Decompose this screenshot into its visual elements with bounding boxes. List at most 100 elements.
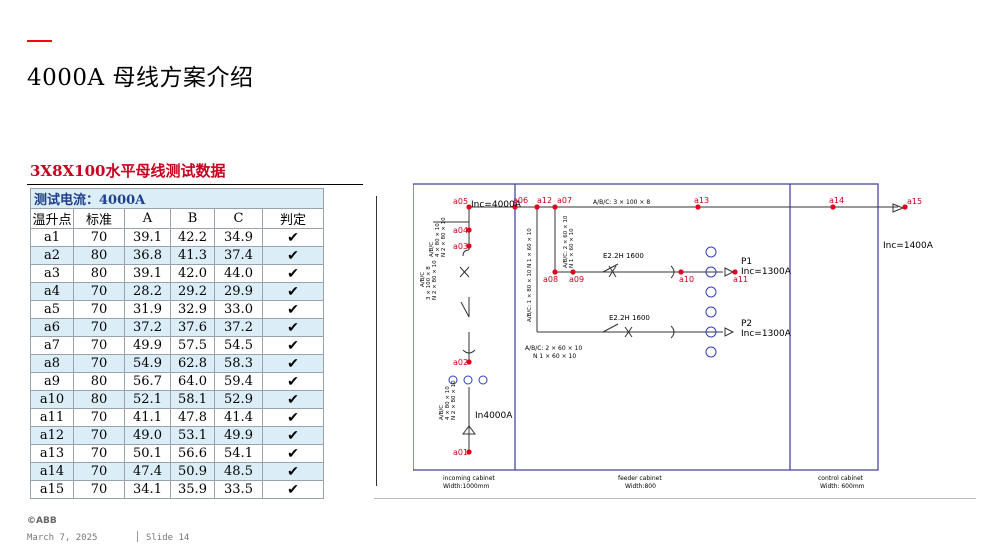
- feeder-drop-b: N 1 × 60 × 10: [569, 228, 575, 268]
- table-cell: 70: [73, 462, 125, 481]
- pass-mark: ✔: [262, 318, 324, 337]
- measurement-point: [552, 204, 558, 210]
- cabinet-frame: [413, 183, 879, 471]
- table-cell: a8: [30, 354, 74, 373]
- table-cell: 41.1: [124, 408, 171, 427]
- table-cell: 70: [73, 426, 125, 445]
- incoming-mid-c: N 2 × 80 × 10: [432, 260, 438, 300]
- table-cell: a6: [30, 318, 74, 337]
- column-header: 判定: [262, 208, 324, 229]
- table-cell: 52.1: [124, 390, 171, 409]
- measurement-point: [466, 243, 472, 249]
- table-cell: 58.3: [214, 354, 263, 373]
- table-cell: a4: [30, 282, 74, 301]
- measurement-point: [466, 227, 472, 233]
- column-header: B: [170, 208, 215, 229]
- feeder-contact-1: [670, 265, 675, 279]
- table-cell: 80: [73, 390, 125, 409]
- busbar-end-arrow: [892, 203, 905, 213]
- table-cell: 33.5: [214, 480, 263, 499]
- incoming-low-c: N 2 × 80 × 10: [451, 380, 457, 420]
- measurement-point-label: a03: [453, 242, 468, 251]
- table-cell: 47.8: [170, 408, 215, 427]
- pass-mark: ✔: [262, 390, 324, 409]
- page-title: 4000A 母线方案介绍: [27, 65, 254, 91]
- measurement-point: [830, 204, 836, 210]
- measurement-point: [678, 269, 684, 275]
- measurement-point-label: a01: [453, 448, 468, 457]
- accent-line: [27, 40, 52, 42]
- column-header: 温升点: [30, 208, 74, 229]
- cab2-name: feeder cabinet: [618, 475, 662, 482]
- measurement-point: [466, 359, 472, 365]
- measurement-point-label: a15: [907, 197, 922, 206]
- table-cell: 31.9: [124, 300, 171, 319]
- incoming-low-b: 4 × 80 × 10: [445, 386, 451, 420]
- table-cell: 80: [73, 264, 125, 283]
- p1-label: P1: [741, 257, 752, 267]
- measurement-point-label: a06: [513, 196, 528, 205]
- table-cell: 44.0: [214, 264, 263, 283]
- table-title: 3X8X100水平母线测试数据: [30, 162, 226, 180]
- pass-mark: ✔: [262, 426, 324, 445]
- incoming-low-a: A/B/C: [439, 405, 445, 420]
- incoming-spec-b: 4 × 80 × 10: [435, 223, 441, 257]
- table-cell: 33.0: [214, 300, 263, 319]
- table-cell: a12: [30, 426, 74, 445]
- pass-mark: ✔: [262, 264, 324, 283]
- measurement-point-label: a08: [543, 275, 558, 284]
- footer-date: March 7, 2025: [27, 533, 98, 543]
- pass-mark: ✔: [262, 282, 324, 301]
- column-header: 标准: [73, 208, 125, 229]
- table-cell: 37.2: [124, 318, 171, 337]
- table-cell: 70: [73, 336, 125, 355]
- table-cell: a1: [30, 228, 74, 247]
- feeder-low-label-a: A/B/C: 2 × 60 × 10: [525, 345, 582, 352]
- table-cell: 48.5: [214, 462, 263, 481]
- table-cell: 56.7: [124, 372, 171, 391]
- table-cell: 50.1: [124, 444, 171, 463]
- breaker1-label: E2.2H 1600: [603, 252, 644, 260]
- table-cell: 41.3: [170, 246, 215, 265]
- table-cell: a5: [30, 300, 74, 319]
- table-cell: 32.9: [170, 300, 215, 319]
- measurement-point-label: a10: [679, 275, 694, 284]
- table-cell: 39.1: [124, 264, 171, 283]
- table-cell: 49.9: [124, 336, 171, 355]
- cab3-width: Width: 600mm: [820, 483, 865, 490]
- table-cell: 70: [73, 282, 125, 301]
- measurement-point-label: a05: [453, 197, 468, 206]
- cab1-name: incoming cabinet: [443, 475, 495, 482]
- feeder-drop-a: A/B/C: 2 × 60 × 10: [563, 215, 569, 268]
- pass-mark: ✔: [262, 300, 324, 319]
- table-cell: 70: [73, 300, 125, 319]
- table-cell: 50.9: [170, 462, 215, 481]
- measurement-point-label: a04: [453, 226, 468, 235]
- table-cell: a11: [30, 408, 74, 427]
- table-cell: a3: [30, 264, 74, 283]
- table-cell: 70: [73, 354, 125, 373]
- measurement-point-label: a14: [829, 196, 844, 205]
- table-cell: 29.2: [170, 282, 215, 301]
- table-cell: 35.9: [170, 480, 215, 499]
- incoming-breaker-bottom-contact: [462, 349, 476, 354]
- table-cell: a13: [30, 444, 74, 463]
- table-cell: 56.6: [170, 444, 215, 463]
- table-banner: 测试电流：4000A: [30, 188, 324, 209]
- busbar-top-label: A/B/C: 3 × 100 × 8: [593, 199, 650, 206]
- single-line-diagram: Inc=4000A Inc=1400A In4000A P1 Inc=1300A…: [413, 183, 933, 490]
- measurement-point-label: a13: [694, 196, 709, 205]
- table-cell: 47.4: [124, 462, 171, 481]
- table-cell: 29.9: [214, 282, 263, 301]
- table-cell: 59.4: [214, 372, 263, 391]
- incoming-mid-b: 3 × 100 × 8: [426, 266, 432, 300]
- title-underline: [27, 184, 363, 185]
- table-cell: 41.4: [214, 408, 263, 427]
- table-header-row: 温升点 标准 A B C 判定: [30, 208, 324, 229]
